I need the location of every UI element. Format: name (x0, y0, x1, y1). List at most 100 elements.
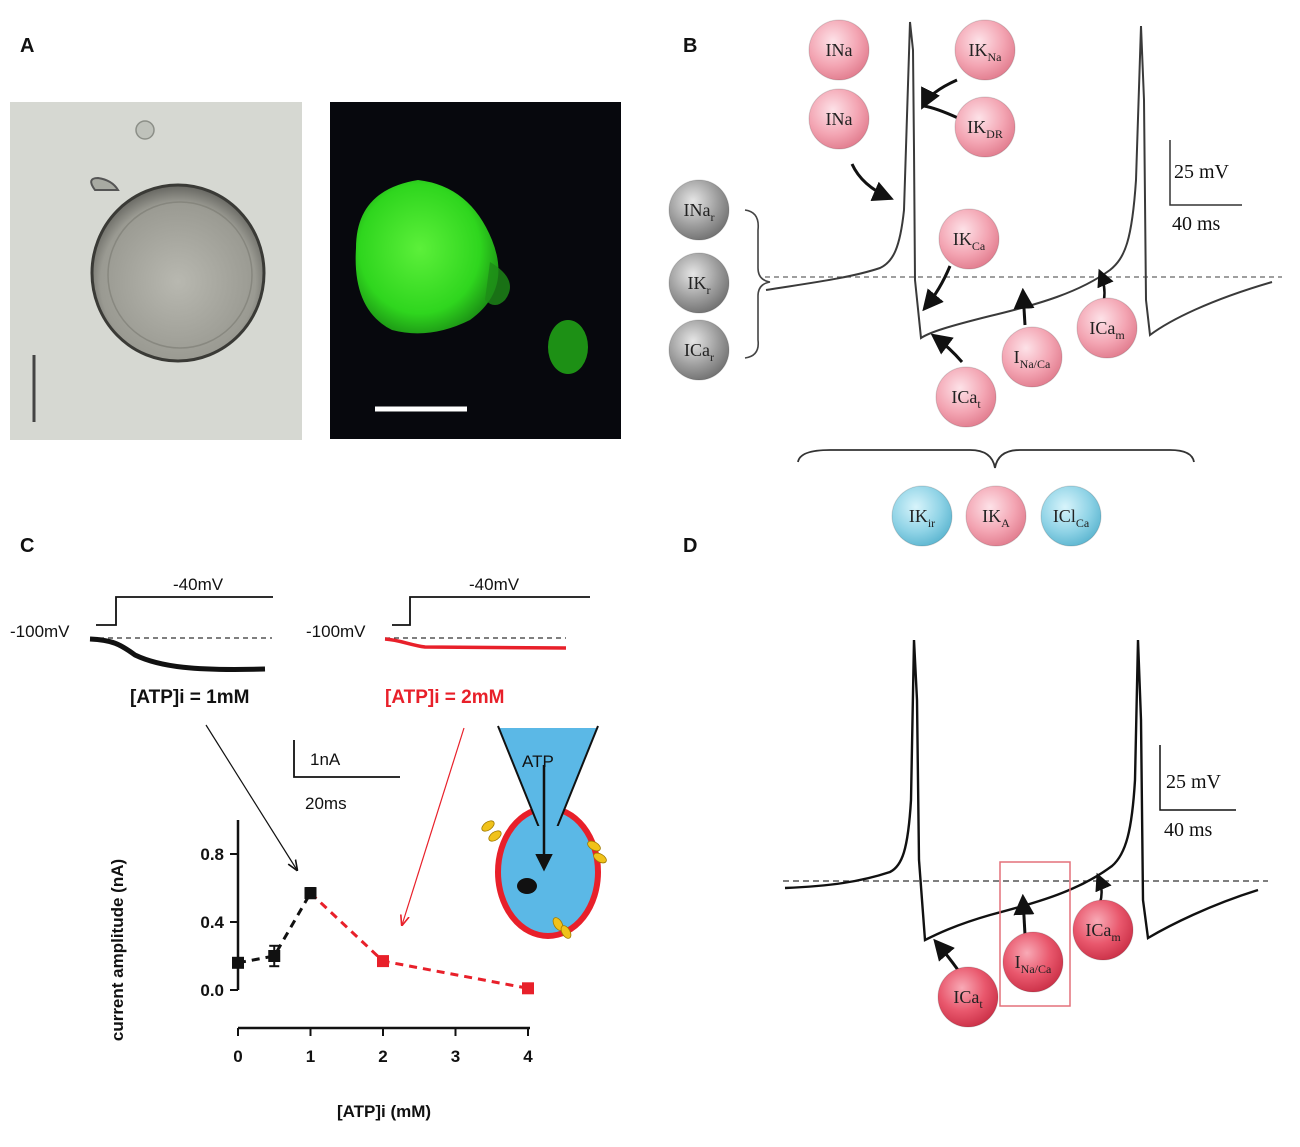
x-tick-label: 4 (523, 1047, 533, 1066)
brace-bottom (797, 449, 1195, 469)
membrane-potential-trace (765, 21, 1273, 340)
circle-icam-d-label: ICam (1085, 920, 1121, 944)
circle-inar-label: INar (684, 200, 715, 224)
circle-icat-b-label: ICat (951, 387, 981, 411)
circle-inar: INar (668, 179, 730, 241)
arrow-ikca (922, 265, 952, 312)
x-tick-label: 3 (451, 1047, 460, 1066)
current-trace-1mm (89, 636, 266, 672)
circle-ikir-label: IKir (909, 506, 935, 530)
fluorescence-micrograph (330, 102, 621, 439)
scale-mv-d: 25 mV (1166, 771, 1222, 793)
pointer-2mm (402, 727, 465, 925)
panel-label-c: C (20, 535, 34, 557)
atp-label-1mm: [ATP]i = 1mM (130, 687, 249, 708)
pipette-cell-diagram: ATP (481, 725, 607, 939)
y-axis-label: current amplitude (nA) (108, 859, 127, 1041)
circle-ika: IKA (965, 485, 1027, 547)
y-tick-label: 0.4 (200, 913, 224, 932)
circle-inaca-b-label: INa/Ca (1014, 347, 1051, 371)
current-trace-2mm (384, 637, 567, 650)
circle-icam-b: ICam (1076, 297, 1138, 359)
circle-inaca-b: INa/Ca (1001, 326, 1063, 388)
scale-bar-b (1169, 140, 1242, 206)
circle-ikir: IKir (891, 485, 953, 547)
circle-ikdr-label: IKDR (967, 117, 1003, 141)
data-point (304, 887, 317, 900)
scale-bar-c (293, 740, 400, 778)
circle-icat-d-label: ICat (953, 987, 983, 1011)
circle-iclca: IClCa (1040, 485, 1102, 547)
nucleus (517, 878, 537, 894)
panel-label-a: A (20, 35, 34, 57)
panel-label-d: D (683, 535, 697, 557)
scale-mv-b: 25 mV (1174, 161, 1230, 183)
arrow-inaca-b (1013, 287, 1035, 326)
circle-ikca: IKCa (938, 208, 1000, 270)
hold-label-right: -100mV (306, 622, 366, 641)
circle-icam-b-label: ICam (1089, 318, 1125, 342)
y-tick-label: 0.8 (200, 845, 224, 864)
scale-ms-b: 40 ms (1172, 213, 1221, 235)
chart-current-vs-atp: 0 1 2 3 4 0.0 0.4 0.8 current amplitude (nA) [A… (108, 820, 534, 1121)
series-line-1 (309, 892, 529, 990)
step-label-left: -40mV (173, 575, 224, 594)
scale-ms-c: 20ms (305, 794, 347, 813)
circle-iclca-label: IClCa (1053, 506, 1090, 530)
panel-b-action-potential: 25 mV 40 ms (744, 21, 1282, 469)
circle-inaca-d: INa/Ca (1002, 931, 1064, 993)
circle-icar: ICar (668, 319, 730, 381)
x-tick-label: 0 (233, 1047, 242, 1066)
circle-ina-low-label: INa (826, 109, 853, 129)
pointer-1mm (205, 724, 297, 870)
scale-ms-d: 40 ms (1164, 819, 1213, 841)
circle-icat-b: ICat (935, 366, 997, 428)
circle-ika-label: IKA (982, 506, 1010, 530)
arrow-icam-b (1097, 268, 1114, 301)
arrow-icat-b (930, 333, 964, 363)
arrow-ikna (921, 78, 958, 110)
receptor-channels (481, 820, 607, 939)
pipette-fill (498, 728, 598, 828)
series-line-0 (237, 892, 312, 965)
circle-ina-top: INa (808, 19, 870, 81)
highlight-box-inaca (999, 861, 1071, 1007)
atp-label-2mm: [ATP]i = 2mM (385, 687, 504, 708)
x-tick-label: 2 (378, 1047, 387, 1066)
voltage-step-left (96, 596, 273, 626)
pipette-atp-label: ATP (522, 752, 554, 771)
membrane-potential-trace-d (784, 639, 1259, 942)
panel-label-b: B (683, 35, 697, 57)
circle-ikr-label: IKr (688, 273, 711, 297)
y-tick-label: 0.0 (200, 981, 224, 1000)
circle-ikr: IKr (668, 252, 730, 314)
circle-icam-d: ICam (1072, 899, 1134, 961)
circle-ikdr: IKDR (954, 96, 1016, 158)
voltage-step-right (392, 596, 590, 626)
arrow-ina (850, 163, 894, 202)
panel-b-current-markers: INaINaIKNaIKDRIKCaINa/CaICamICatINarIKrI… (668, 19, 1138, 547)
circle-inaca-d-label: INa/Ca (1015, 952, 1052, 976)
circle-ikna: IKNa (954, 19, 1016, 81)
x-tick-label: 1 (306, 1047, 315, 1066)
arrow-icam-d (1095, 872, 1112, 904)
hold-label-left: -100mV (10, 622, 70, 641)
data-point (377, 955, 389, 968)
data-point (522, 982, 534, 995)
circle-icat-d: ICat (937, 966, 999, 1028)
data-point (232, 956, 244, 969)
scale-bar-d (1159, 745, 1236, 811)
arrow-icat-d (933, 938, 960, 971)
x-axis-label: [ATP]i (mM) (337, 1102, 431, 1121)
scale-na-c: 1nA (310, 750, 341, 769)
circle-icar-label: ICar (684, 340, 714, 364)
arrow-ikdr (923, 104, 959, 120)
circle-ikca-label: IKCa (953, 229, 986, 253)
panel-c-voltage-traces: -40mV -100mV -40mV -100mV [ATP]i = 1mM [… (10, 575, 590, 925)
brightfield-micrograph (10, 102, 302, 440)
circle-ina-top-label: INa (826, 40, 853, 60)
panel-d-action-potential: 25 mV 40 ms (783, 639, 1268, 1007)
circle-ikna-label: IKNa (969, 40, 1003, 64)
